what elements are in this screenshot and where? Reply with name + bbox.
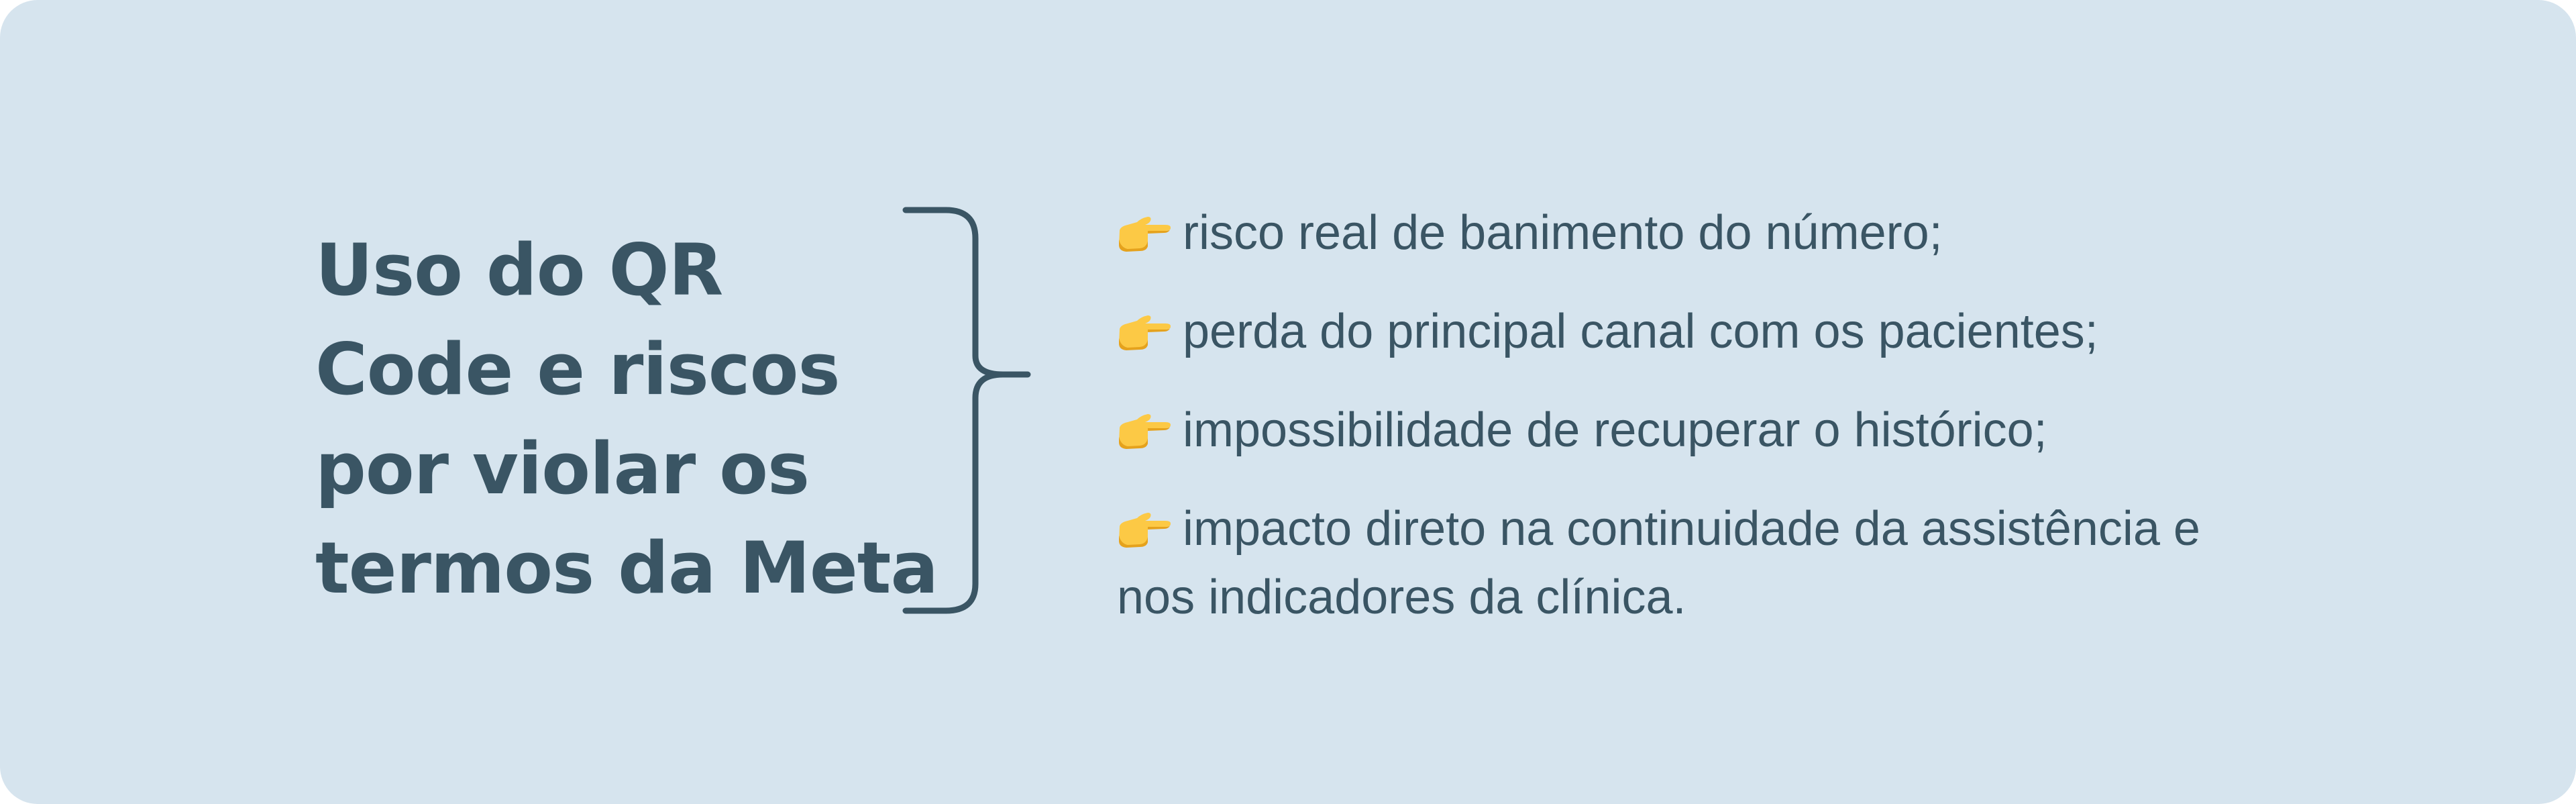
heading-line: Uso do QR [315,229,723,311]
list-item: risco real de banimento do número; [1117,199,2257,267]
list-item: perda do principal canal com os paciente… [1117,297,2257,366]
heading-line: por violar os [315,428,810,510]
backhand-index-pointing-right-icon [1119,513,1171,548]
list-item-text: perda do principal canal com os paciente… [1183,305,2098,358]
right-curly-brace-icon [902,207,1031,614]
list-item: impossibilidade de recuperar o histórico… [1117,396,2257,464]
heading-line: termos da Meta [315,527,938,609]
heading: Uso do QR Code e riscos por violar os te… [315,221,938,618]
backhand-index-pointing-right-icon [1119,315,1171,350]
list-item-text: impossibilidade de recuperar o histórico… [1183,403,2047,457]
heading-line: Code e riscos [315,328,841,411]
backhand-index-pointing-right-icon [1119,217,1171,252]
list-item-text: impacto direto na continuidade da assist… [1117,502,2200,624]
list-item: impacto direto na continuidade da assist… [1117,495,2257,632]
list-item-text: risco real de banimento do número; [1183,206,1943,260]
risk-list: risco real de banimento do número; perda… [1117,199,2257,662]
backhand-index-pointing-right-icon [1119,414,1171,449]
